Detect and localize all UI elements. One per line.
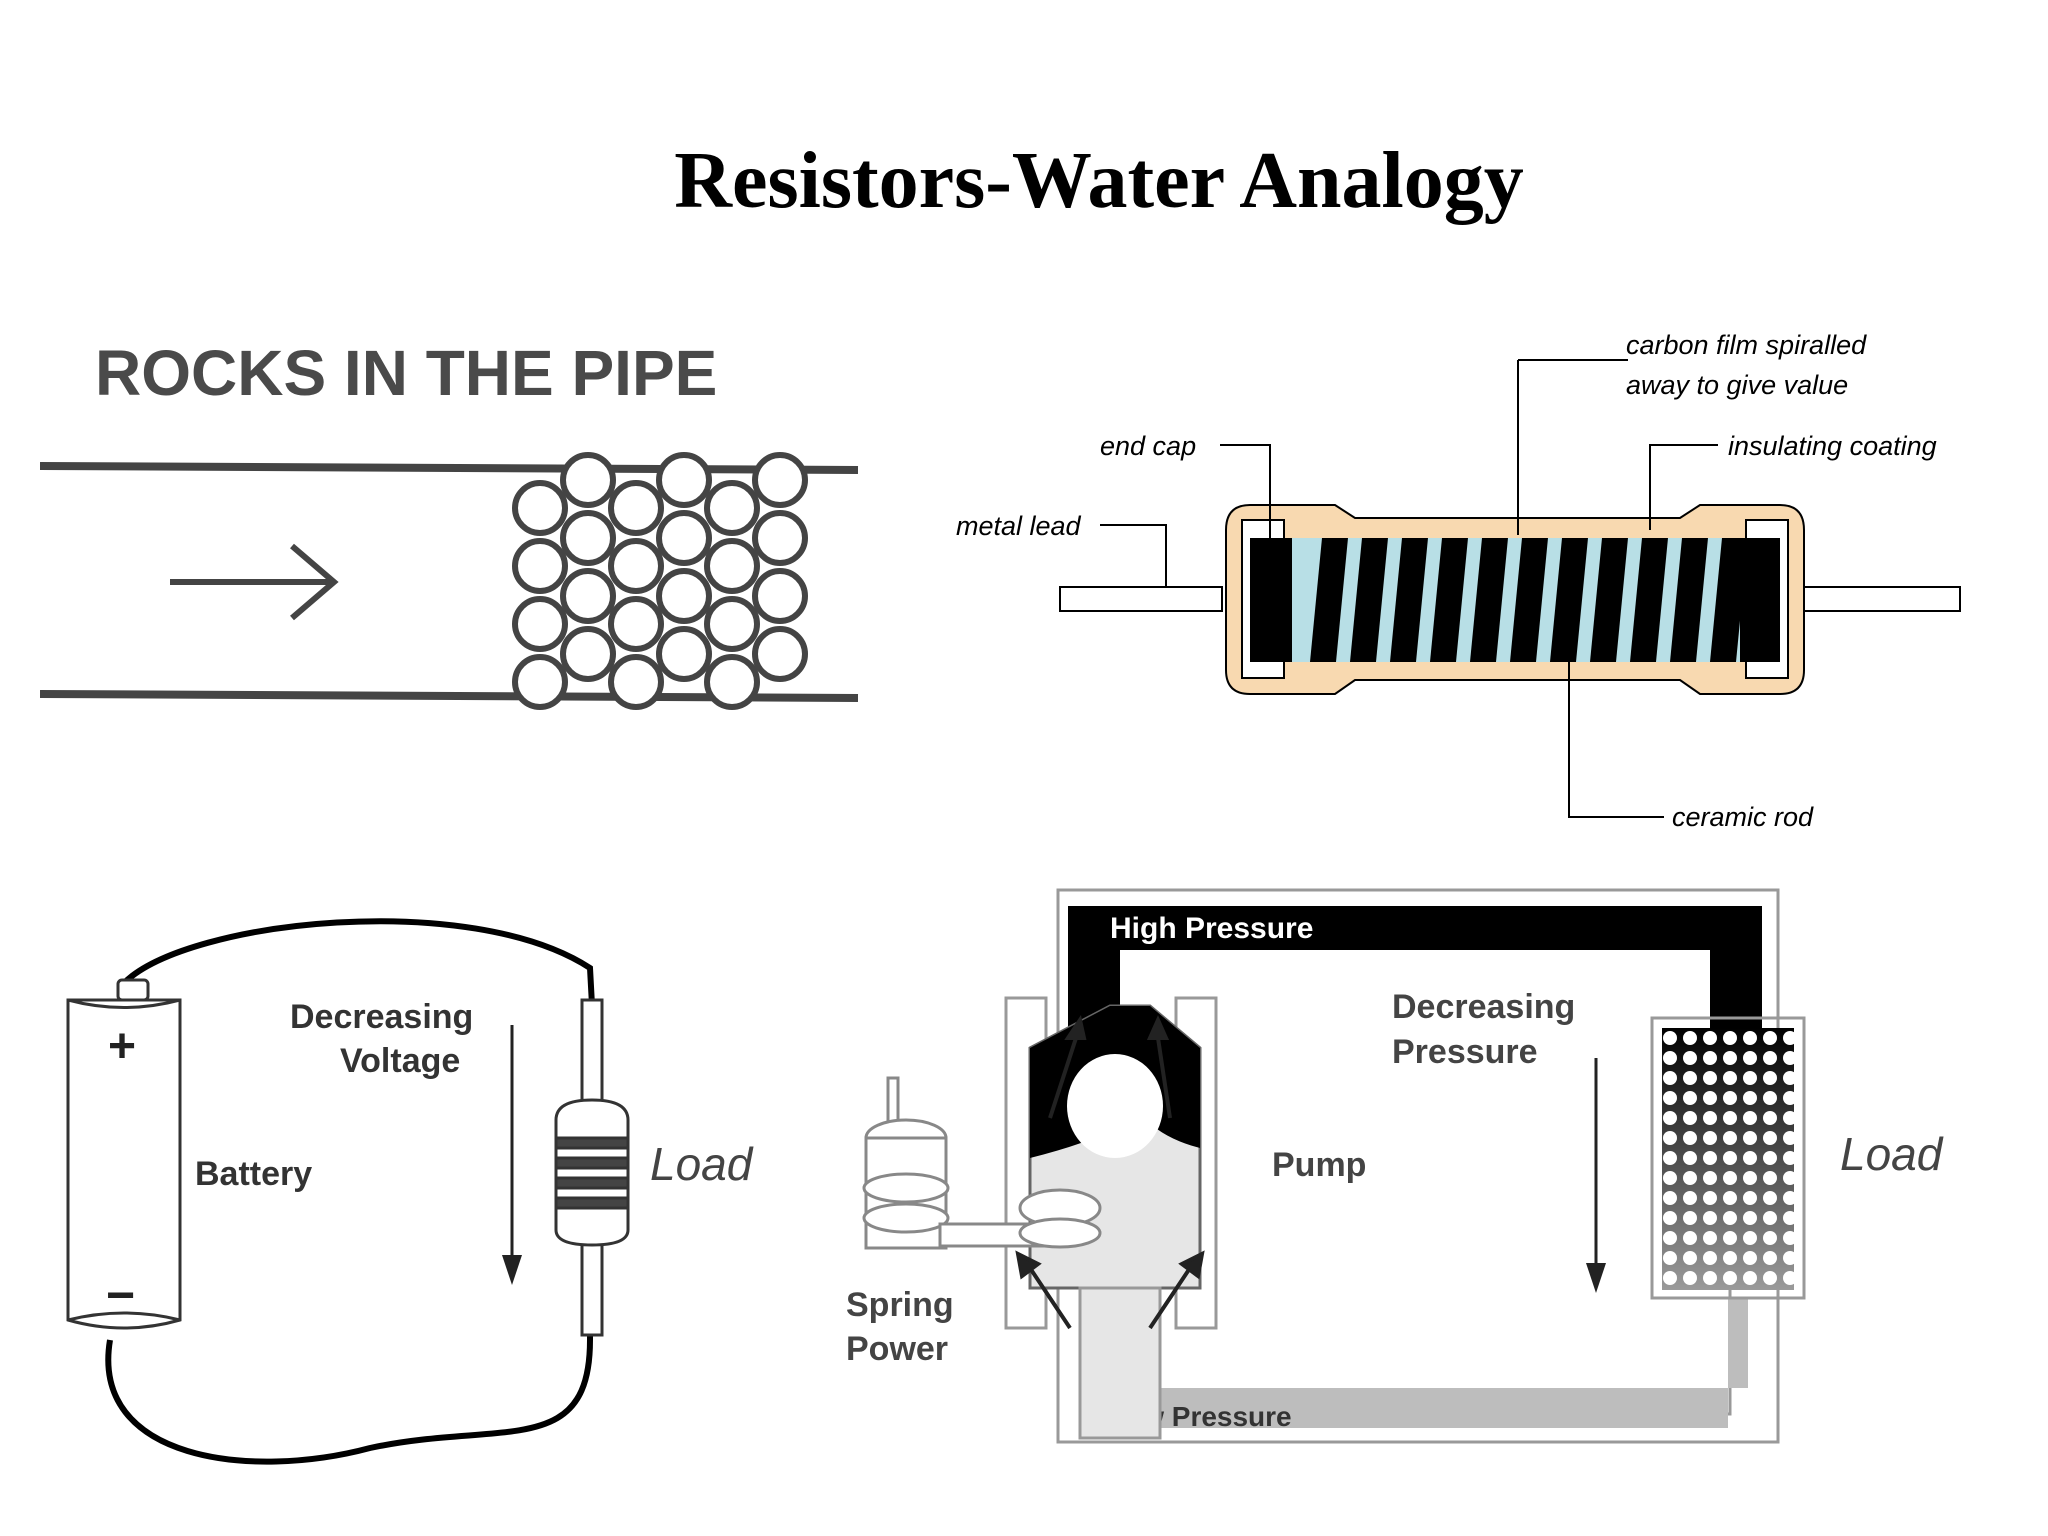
circuit-wire-top xyxy=(122,918,595,1006)
slide-title: Resistors-Water Analogy xyxy=(674,137,1524,225)
rock xyxy=(560,626,616,682)
label-end-cap: end cap xyxy=(1100,431,1196,461)
circuit-wire-bottom xyxy=(105,1325,593,1465)
carbon-film-stripe xyxy=(1510,538,1548,662)
rock xyxy=(560,452,616,508)
rock xyxy=(608,480,664,536)
decreasing-pressure-label-2: Pressure xyxy=(1392,1033,1538,1071)
label-insulating-coating: insulating coating xyxy=(1728,431,1937,461)
rock xyxy=(656,452,712,508)
battery-label: Battery xyxy=(195,1155,312,1193)
rock xyxy=(704,654,760,710)
rock xyxy=(608,538,664,594)
rock xyxy=(560,510,616,566)
decreasing-label: Decreasing xyxy=(290,998,473,1036)
pump-label: Pump xyxy=(1272,1146,1366,1184)
rock xyxy=(512,538,568,594)
rocks-in-pipe-panel: ROCKS IN THE PIPE xyxy=(40,320,870,720)
carbon-film-stripe xyxy=(1390,538,1428,662)
metal-lead-left xyxy=(1059,586,1223,612)
label-carbon-film-2: away to give value xyxy=(1626,370,1848,400)
film-left-block xyxy=(1250,538,1292,662)
rock xyxy=(704,480,760,536)
pipe-top-wall xyxy=(40,462,859,474)
load-label-water: Load xyxy=(1840,1128,1944,1180)
label-carbon-film-1: carbon film spiralled xyxy=(1626,330,1867,360)
carbon-film-stripe xyxy=(1550,538,1588,662)
label-ceramic-rod: ceramic rod xyxy=(1672,802,1814,832)
load-tank-outline xyxy=(1650,1016,1806,1300)
decreasing-pressure-arrow-icon xyxy=(1586,1058,1606,1293)
flow-arrow-icon xyxy=(170,543,339,621)
rock xyxy=(752,510,808,566)
low-pressure-pipe xyxy=(1080,1298,1748,1428)
load-label-circuit: Load xyxy=(650,1138,754,1190)
load-tank-dots xyxy=(1662,1028,1794,1290)
rock xyxy=(752,626,808,682)
voltage-label: Voltage xyxy=(340,1042,460,1080)
battery-plus-sign: + xyxy=(108,1020,136,1073)
rock xyxy=(704,596,760,652)
carbon-film-stripe xyxy=(1590,538,1628,662)
metal-lead-right xyxy=(1797,586,1961,612)
carbon-film-stripe xyxy=(1350,538,1388,662)
rocks-cluster xyxy=(512,452,808,710)
decreasing-pressure-label-1: Decreasing xyxy=(1392,988,1575,1026)
rock xyxy=(656,510,712,566)
carbon-film-stripe xyxy=(1430,538,1468,662)
pipe-heading: ROCKS IN THE PIPE xyxy=(95,337,717,409)
load-resistor xyxy=(554,998,630,1337)
rock xyxy=(608,654,664,710)
rock xyxy=(704,538,760,594)
rock xyxy=(512,480,568,536)
resistor-diagram-panel: carbon film spiralled away to give value… xyxy=(950,330,2010,850)
battery xyxy=(66,978,182,1330)
leader-lines xyxy=(1100,359,1718,818)
pump-flow-arrows-icon xyxy=(1015,1014,1205,1330)
carbon-film-stripe xyxy=(1470,538,1508,662)
rock xyxy=(752,452,808,508)
battery-minus-sign: − xyxy=(106,1267,135,1323)
label-metal-lead: metal lead xyxy=(956,511,1082,541)
carbon-film-stripe xyxy=(1630,538,1668,662)
decreasing-voltage-arrow-icon xyxy=(502,1025,522,1285)
carbon-film-stripe xyxy=(1670,538,1708,662)
rock xyxy=(512,654,568,710)
rock xyxy=(656,626,712,682)
carbon-film-stripe xyxy=(1310,538,1348,662)
battery-circuit-panel: + − Battery Decreasing Voltage Load xyxy=(50,900,830,1480)
rock xyxy=(752,568,808,624)
power-label: Power xyxy=(846,1330,948,1368)
high-pressure-pipe xyxy=(1068,906,1762,1048)
high-pressure-label: High Pressure xyxy=(1110,912,1313,945)
rock xyxy=(560,568,616,624)
spring-label: Spring xyxy=(846,1286,954,1324)
carbon-film-stripe xyxy=(1710,538,1748,662)
spring-mechanism xyxy=(862,1076,1102,1250)
rock xyxy=(656,568,712,624)
water-pump-panel: High Pressure Low Pressure Load Decreasi… xyxy=(840,888,1990,1468)
carbon-film-stripes xyxy=(1310,538,1748,662)
rock xyxy=(512,596,568,652)
rock xyxy=(608,596,664,652)
film-right-block xyxy=(1740,538,1780,662)
